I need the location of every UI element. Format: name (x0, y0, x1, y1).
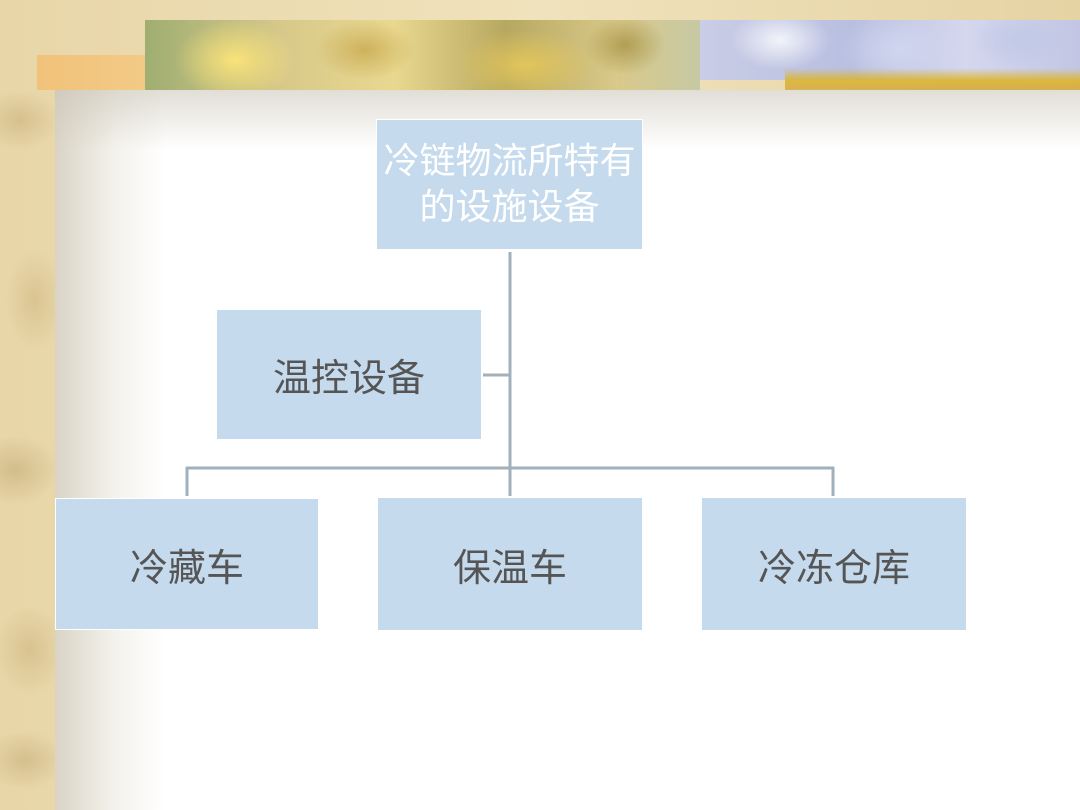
assistant-node: 温控设备 (217, 310, 481, 439)
banner-leaves-image (145, 20, 700, 90)
child-node-label: 保温车 (452, 545, 567, 590)
assistant-node-label: 温控设备 (272, 356, 425, 400)
child-node-1: 冷藏车 (55, 498, 319, 630)
child-node-label: 冷藏车 (129, 545, 244, 590)
decorative-banner (145, 20, 1080, 90)
root-node: 冷链物流所特有的设施设备 (376, 119, 643, 250)
child-node-3: 冷冻仓库 (702, 498, 966, 630)
banner-grass-image (785, 68, 1080, 90)
child-node-2: 保温车 (378, 498, 642, 630)
root-node-label: 冷链物流所特有的设施设备 (383, 140, 636, 228)
child-node-label: 冷冻仓库 (757, 545, 910, 590)
